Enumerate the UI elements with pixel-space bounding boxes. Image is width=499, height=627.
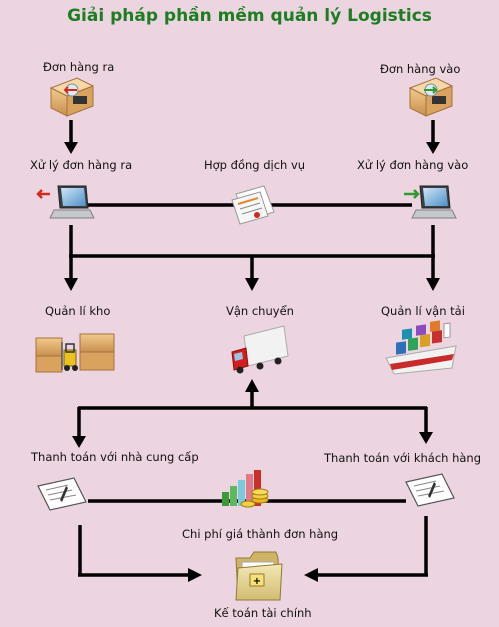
label-service-contract: Hợp đồng dịch vụ xyxy=(204,158,306,172)
cost-chart-coins-icon xyxy=(222,470,269,508)
outbound-order-box-icon xyxy=(49,77,95,117)
label-pay-customer: Thanh toán với khách hàng xyxy=(324,451,482,465)
diagram-title: Giải pháp phần mềm quản lý Logistics xyxy=(67,6,432,26)
label-outbound-order: Đơn hàng ra xyxy=(43,60,115,74)
label-transport: Quản lí vận tải xyxy=(381,304,465,318)
svg-text:+: + xyxy=(253,576,261,587)
label-process-outbound: Xử lý đơn hàng ra xyxy=(30,158,133,172)
label-inbound-order: Đơn hàng vào xyxy=(380,62,461,76)
label-accounting: Kế toán tài chính xyxy=(214,606,312,620)
delivery-truck-icon xyxy=(231,325,289,374)
label-shipping: Vận chuyển xyxy=(226,304,294,318)
inbound-order-box-icon xyxy=(408,77,454,117)
accounting-folder-icon: + xyxy=(235,551,283,601)
label-process-inbound: Xử lý đơn hàng vào xyxy=(357,158,469,172)
container-ship-icon xyxy=(385,320,457,375)
label-warehouse: Quản lí kho xyxy=(45,304,111,318)
laptop-outbound-icon xyxy=(36,185,95,219)
arrowheads xyxy=(64,142,440,582)
laptop-inbound-icon xyxy=(404,185,457,219)
label-order-cost: Chi phí giá thành đơn hàng xyxy=(182,527,339,541)
supplier-payment-doc-icon xyxy=(37,477,87,511)
contract-document-icon xyxy=(231,185,275,225)
warehouse-boxes-icon xyxy=(35,333,115,373)
label-pay-supplier: Thanh toán với nhà cung cấp xyxy=(31,450,199,464)
customer-payment-doc-icon xyxy=(405,473,455,507)
